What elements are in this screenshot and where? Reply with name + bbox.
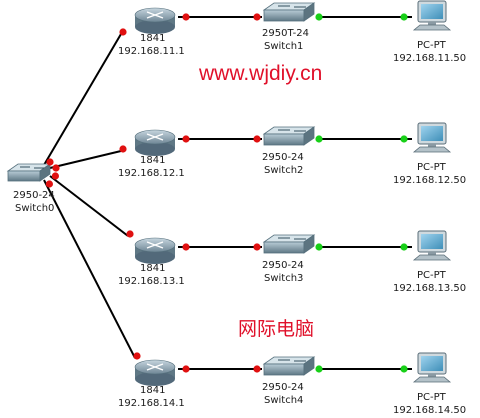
router-model: 1841: [140, 263, 165, 274]
port-router-out-4: [182, 365, 190, 373]
switch-name: Switch4: [264, 395, 303, 406]
port-router-out-3: [182, 243, 190, 251]
pc-icon: [412, 352, 452, 383]
pc-model: PC-PT: [417, 270, 447, 281]
switch-name: Switch3: [264, 273, 303, 284]
port-pc-2: [400, 135, 408, 143]
router-model: 1841: [140, 155, 165, 166]
port-switch-out-1: [315, 13, 323, 21]
router-model: 1841: [140, 33, 165, 44]
pc-ip: 192.168.13.50: [393, 283, 466, 294]
port-switch-out-3: [315, 243, 323, 251]
port-switch-out-4: [315, 365, 323, 373]
core-switch[interactable]: 2950-24 Switch0: [6, 163, 55, 214]
watermark-cn: 网际电脑: [238, 318, 314, 340]
pc-model: PC-PT: [417, 162, 447, 173]
switch-icon: [262, 234, 316, 254]
router-2[interactable]: 1841 192.168.12.1: [118, 129, 185, 179]
switch-icon: [262, 356, 316, 376]
port-core-4: [45, 180, 54, 188]
switch-model: 2950-24: [262, 260, 304, 271]
switch-name: Switch1: [264, 41, 303, 52]
router-model: 1841: [140, 385, 165, 396]
pc-model: PC-PT: [417, 392, 447, 403]
port-switch-in-4: [253, 365, 261, 373]
port-switch-in-1: [253, 13, 261, 21]
watermark-url: www.wjdiy.cn: [198, 62, 322, 85]
router-icon: [134, 7, 176, 34]
port-router-out-1: [182, 13, 190, 21]
switch-model: 2950-24: [262, 382, 304, 393]
port-router-in-4: [133, 352, 141, 360]
ports-layer: [45, 13, 408, 373]
router-4[interactable]: 1841 192.168.14.1: [118, 359, 185, 409]
port-switch-out-2: [315, 135, 323, 143]
port-router-out-2: [182, 135, 190, 143]
pc-icon: [412, 122, 452, 153]
port-router-in-3: [126, 230, 134, 238]
switch-name: Switch2: [264, 165, 303, 176]
port-core-1: [46, 158, 54, 166]
core-switch-name: Switch0: [15, 203, 54, 214]
port-pc-3: [400, 243, 408, 251]
port-router-in-1: [119, 28, 127, 36]
switch-icon: [6, 163, 52, 182]
router-1[interactable]: 1841 192.168.11.1: [118, 7, 185, 57]
link-core-router-3: [49, 175, 129, 237]
switch-model: 2950T-24: [262, 28, 309, 39]
pc-1[interactable]: PC-PT 192.168.11.50: [393, 0, 466, 64]
router-icon: [134, 237, 176, 264]
pc-ip: 192.168.11.50: [393, 53, 466, 64]
pc-model: PC-PT: [417, 40, 447, 51]
link-core-router-4: [43, 179, 136, 359]
link-core-router-1: [43, 33, 122, 166]
port-core-2: [52, 164, 60, 172]
pc-ip: 192.168.12.50: [393, 175, 466, 186]
router-ip: 192.168.12.1: [118, 168, 185, 179]
router-ip: 192.168.11.1: [118, 46, 185, 57]
switch-icon: [262, 2, 316, 22]
pc-4[interactable]: PC-PT 192.168.14.50: [393, 352, 466, 416]
router-ip: 192.168.13.1: [118, 276, 185, 287]
pc-ip: 192.168.14.50: [393, 405, 466, 416]
pc-icon: [412, 0, 452, 31]
router-ip: 192.168.14.1: [118, 398, 185, 409]
router-icon: [134, 129, 176, 156]
port-pc-4: [400, 365, 408, 373]
link-core-router-2: [49, 150, 122, 169]
port-switch-in-2: [253, 135, 261, 143]
router-3[interactable]: 1841 192.168.13.1: [118, 237, 185, 287]
core-switch-model: 2950-24: [13, 190, 55, 201]
port-core-3: [51, 172, 60, 180]
pc-2[interactable]: PC-PT 192.168.12.50: [393, 122, 466, 186]
pc-icon: [412, 230, 452, 261]
pc-3[interactable]: PC-PT 192.168.13.50: [393, 230, 466, 294]
port-pc-1: [400, 13, 408, 21]
port-switch-in-3: [253, 243, 261, 251]
switch-icon: [262, 126, 316, 146]
port-router-in-2: [119, 145, 127, 153]
links-layer: [43, 16, 412, 370]
router-icon: [134, 359, 176, 386]
switch-model: 2950-24: [262, 152, 304, 163]
